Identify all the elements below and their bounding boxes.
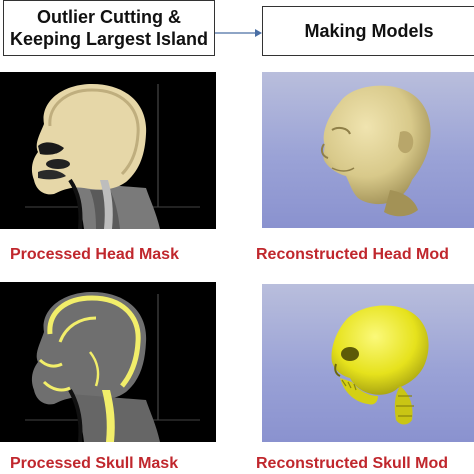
caption-head-mask: Processed Head Mask: [10, 246, 179, 263]
caption-head-model: Reconstructed Head Mod: [256, 246, 449, 263]
head-model-render: [262, 72, 474, 228]
step-label-outlier-cutting: Outlier Cutting & Keeping Largest Island: [9, 7, 209, 49]
step-box-outlier-cutting: Outlier Cutting & Keeping Largest Island: [3, 0, 215, 56]
arrow-right-icon: [215, 29, 262, 37]
caption-skull-mask: Processed Skull Mask: [10, 455, 179, 472]
skull-model-render: [262, 284, 474, 442]
step-label-making-models: Making Models: [304, 21, 434, 41]
head-mask-image: [0, 72, 216, 229]
caption-skull-model: Reconstructed Skull Mod: [256, 455, 449, 472]
skull-mask-image: [0, 282, 216, 442]
step-box-making-models: Making Models: [262, 6, 474, 56]
